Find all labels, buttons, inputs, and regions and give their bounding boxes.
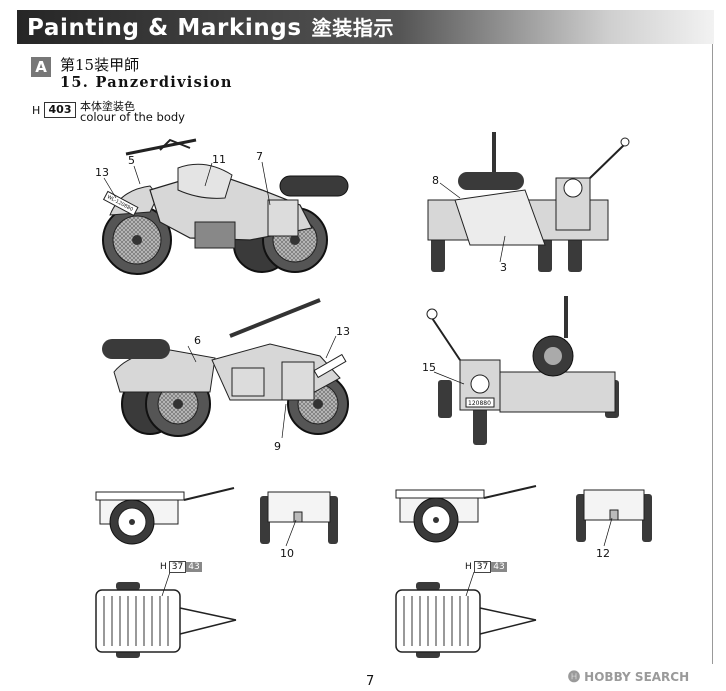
callout-13-left: 13 [95, 166, 109, 179]
unit-name-en: 15. Panzerdivision [60, 74, 233, 91]
motorcycle-side-view-left: WL-120880 13 5 11 7 [95, 138, 349, 275]
motorcycle-rear-view: 8 3 [427, 132, 630, 274]
title-jp: 塗装指示 [311, 16, 395, 40]
callout-5: 5 [128, 154, 135, 167]
body-colour-label-en: colour of the body [80, 110, 185, 124]
trailer-a-side-view [95, 487, 235, 545]
trailer-a-code-prefix: H [160, 562, 167, 572]
callout-13-right: 13 [336, 325, 350, 338]
title-en: Painting & Markings [27, 15, 302, 41]
paint-code-prefix: H [32, 104, 41, 117]
callout-15: 15 [422, 361, 436, 374]
callout-12: 12 [596, 547, 610, 560]
scheme-letter-badge: A [31, 57, 51, 77]
page-number: 7 [366, 674, 375, 689]
body-colour-label-jp: 本体塗装色 [80, 100, 135, 113]
callout-6: 6 [194, 334, 201, 347]
motorcycle-side-view-right: 6 13 9 [102, 298, 350, 453]
trailer-b-code-1: 37 [473, 561, 492, 573]
trailer-a-top-view [95, 571, 237, 658]
unit-name-jp: 第15装甲師 [60, 56, 140, 74]
paint-code: 403 [44, 102, 76, 118]
motorcycle-front-view: 120880 15 [422, 296, 619, 445]
callout-10: 10 [280, 547, 294, 560]
trailer-a-code-2: 43 [186, 562, 202, 572]
trailer-b-code-2: 43 [491, 562, 507, 572]
page-title: Painting & Markings 塗装指示 [27, 12, 394, 41]
callout-7: 7 [256, 150, 263, 163]
header-banner: Painting & Markings 塗装指示 [17, 10, 714, 44]
callout-9: 9 [274, 440, 281, 453]
trailer-a-code-1: 37 [168, 561, 187, 573]
callout-11: 11 [212, 153, 226, 166]
trailer-b-rear-view: 12 [576, 489, 652, 560]
trailer-a-rear-view: 10 [260, 491, 338, 560]
trailer-b-code-prefix: H [465, 562, 472, 572]
watermark-logo: 🅗 HOBBY SEARCH [568, 670, 690, 684]
front-plate-text: 120880 [468, 400, 491, 407]
callout-8: 8 [432, 174, 439, 187]
trailer-b-top-view [395, 571, 537, 658]
trailer-b-side-view [395, 485, 537, 543]
page-frame-line [712, 44, 713, 664]
callout-3: 3 [500, 261, 507, 274]
